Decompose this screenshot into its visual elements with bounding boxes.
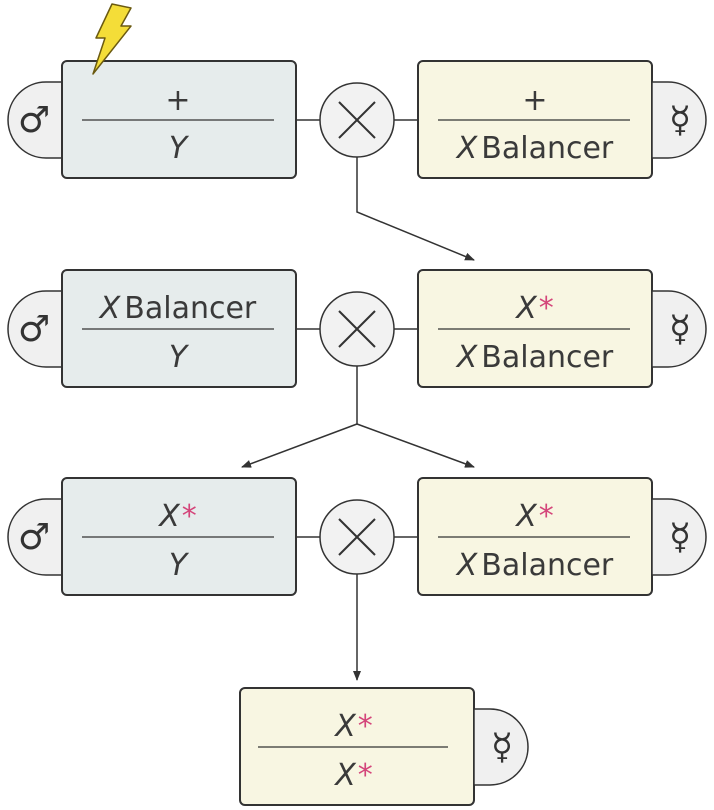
male-top-allele: + <box>165 83 190 118</box>
male-symbol: ♂ <box>18 309 50 350</box>
female-symbol: ☿ <box>669 517 691 558</box>
female-symbol: ☿ <box>669 309 691 350</box>
male-tab <box>7 290 63 368</box>
inheritance-arrow <box>356 157 475 261</box>
female-tab <box>651 498 707 576</box>
cross-symbol-icon <box>319 291 395 367</box>
female-symbol: ☿ <box>491 727 513 768</box>
male-top-allele: X* <box>157 499 197 534</box>
female-top-allele: X* <box>514 291 554 326</box>
female-symbol: ☿ <box>669 100 691 141</box>
female-top-allele: X* <box>514 499 554 534</box>
male-tab <box>7 81 63 159</box>
female-tab <box>651 81 707 159</box>
male-bottom-allele: Y <box>169 548 190 583</box>
female-tab <box>473 708 529 786</box>
offspring-top-allele: X* <box>333 709 373 744</box>
male-bottom-allele: Y <box>169 340 190 375</box>
male-bottom-allele: Y <box>169 131 190 166</box>
offspring-bottom-allele: X* <box>333 758 373 793</box>
male-symbol: ♂ <box>18 100 50 141</box>
female-tab <box>651 290 707 368</box>
male-tab <box>7 498 63 576</box>
cross-symbol-icon <box>319 499 395 575</box>
cross-symbol-icon <box>319 82 395 158</box>
lightning-icon <box>92 3 132 75</box>
inheritance-arrows-branch <box>241 366 475 468</box>
female-top-allele: + <box>522 83 547 118</box>
male-symbol: ♂ <box>18 517 50 558</box>
